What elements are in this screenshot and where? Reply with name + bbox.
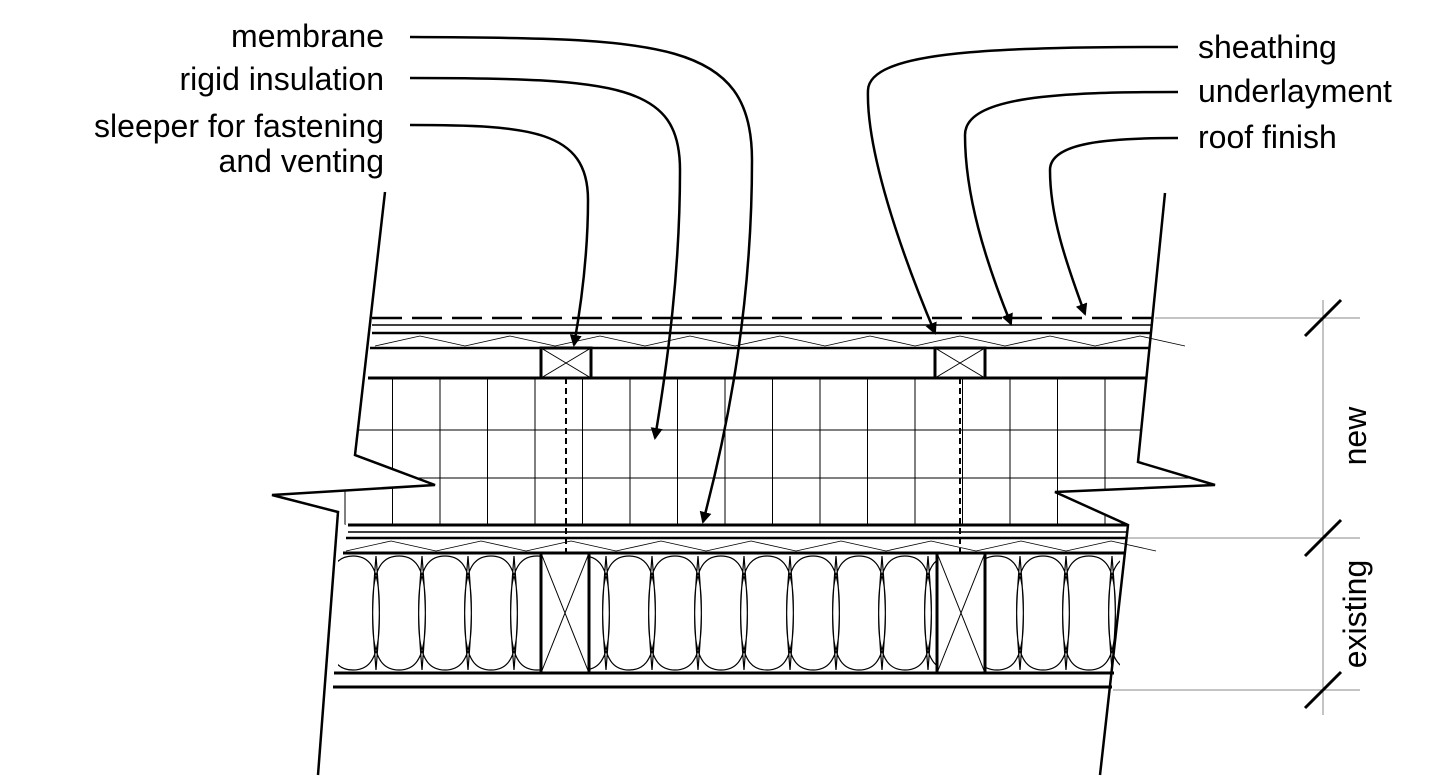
sleeper-left	[539, 346, 593, 380]
dim-tick-top	[1303, 298, 1343, 338]
leader-sleeper	[409, 123, 590, 347]
dim-label-new: new	[1337, 406, 1373, 466]
leader-sheathing	[866, 45, 1179, 335]
leader-membrane	[409, 35, 754, 524]
leader-roof-finish	[1048, 136, 1179, 316]
dim-tick-bottom	[1303, 670, 1343, 710]
dim-tick-middle	[1303, 518, 1343, 558]
label-rigid-insulation: rigid insulation	[179, 61, 384, 97]
sleeper-right	[933, 346, 987, 380]
label-underlayment: underlayment	[1198, 73, 1392, 109]
existing-sheathing-grain	[345, 540, 1157, 552]
label-sheathing: sheathing	[1198, 29, 1337, 65]
label-sleeper-line2: and venting	[219, 143, 384, 179]
batt-insulation	[338, 555, 1120, 671]
rafter-left	[539, 551, 591, 675]
left-break-line	[271, 191, 436, 776]
right-break-line	[1054, 192, 1216, 776]
label-membrane: membrane	[231, 18, 384, 54]
label-roof-finish: roof finish	[1198, 119, 1337, 155]
dim-label-existing: existing	[1337, 560, 1373, 669]
leader-rigid-insulation	[409, 76, 682, 440]
leader-underlayment	[963, 90, 1179, 326]
label-sleeper-line1: sleeper for fastening	[94, 108, 384, 144]
rafter-right	[935, 551, 987, 675]
rigid-insulation-grid	[300, 378, 1215, 525]
new-sheathing-grain	[374, 335, 1186, 347]
